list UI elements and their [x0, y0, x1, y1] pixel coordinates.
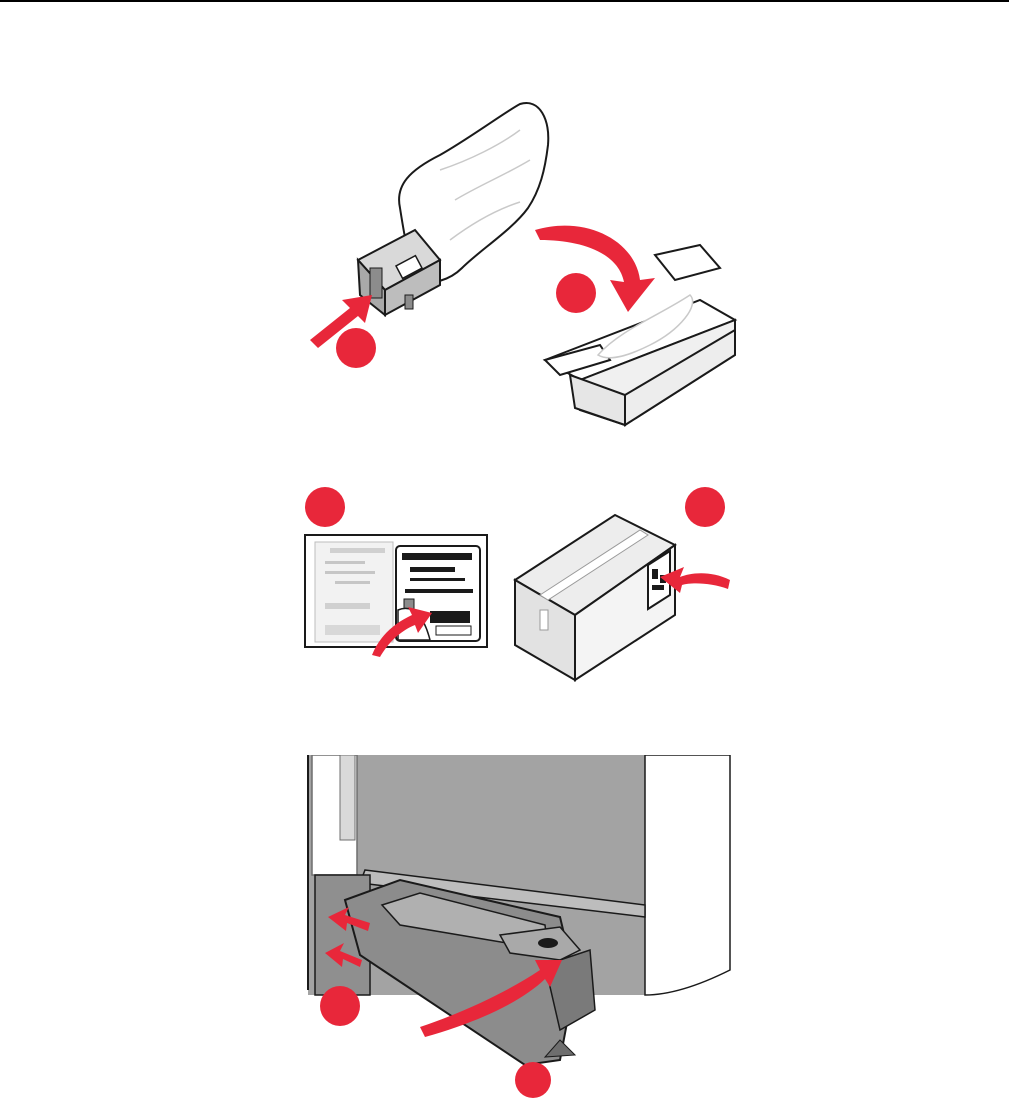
- header-rule: [0, 0, 1009, 2]
- callout-2: [556, 273, 596, 313]
- figure-shipping-label: [0, 485, 1009, 695]
- shipping-box-icon: [545, 245, 735, 425]
- callout-2: [515, 1062, 551, 1098]
- callout-1: [336, 328, 376, 368]
- figure-bag-container: [0, 90, 1009, 430]
- callout-2: [685, 487, 725, 527]
- callout-1: [320, 986, 360, 1026]
- callout-1: [305, 487, 345, 527]
- labeled-box-icon: [515, 515, 675, 680]
- figure-install-container: [0, 755, 1009, 1100]
